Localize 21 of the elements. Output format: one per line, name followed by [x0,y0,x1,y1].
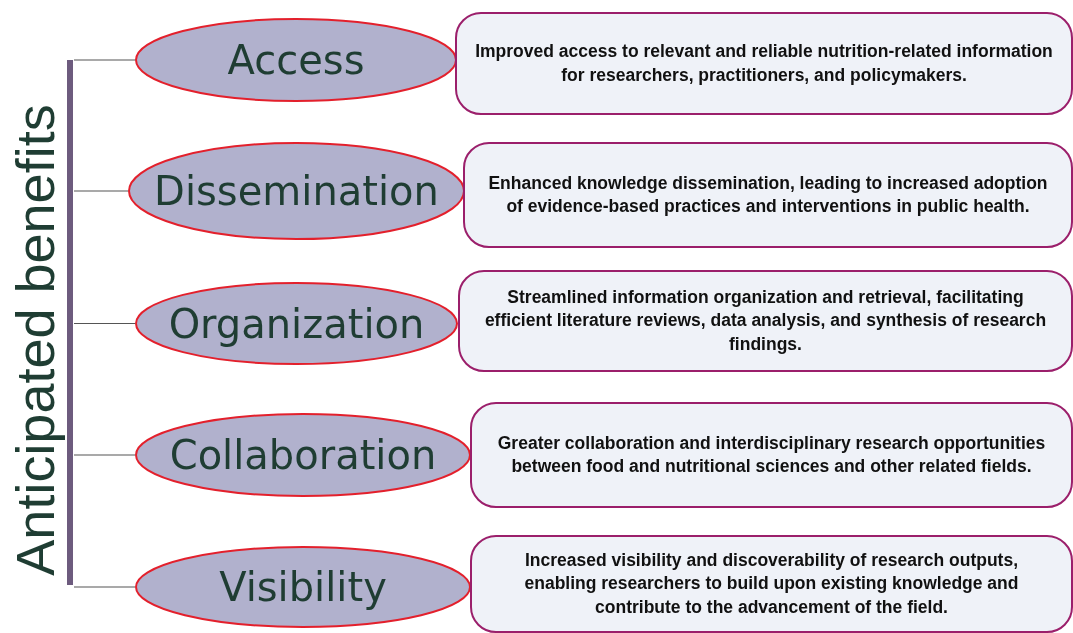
benefit-label: Collaboration [169,432,437,478]
connector-line [73,322,136,325]
vertical-title: Anticipated benefits [5,103,63,578]
description-text: Greater collaboration and interdisciplinary research opportunities between food and nutritional sciences and other related fields. [496,431,1047,478]
description-text: Enhanced knowledge dissemination, leading to increased adoption of evidence-based practices and interventions in public health. [487,171,1049,218]
benefit-label: Dissemination [154,168,439,214]
description-text: Streamlined information organization and retrieval, facilitating efficient literature reviews, data analysis, and synthesis of research findings. [483,286,1048,356]
connector-line [73,454,136,456]
connector-line [73,586,136,588]
description-box [470,402,1073,508]
description-box [455,12,1073,115]
benefit-label: Access [227,37,365,83]
benefit-label: Visibility [219,564,387,610]
connector-line [73,59,136,61]
description-box [470,535,1073,633]
connector-line [73,190,129,192]
description-text: Improved access to relevant and reliable nutrition-related information for researchers, practitioners, and policymakers. [474,40,1054,87]
benefit-label: Organization [168,300,425,347]
description-box [458,270,1073,372]
description-box [463,142,1073,248]
description-text: Increased visibility and discoverability of research outputs, enabling researchers to build upon existing knowledge and contribute to the advancement of the field. [523,549,1020,619]
